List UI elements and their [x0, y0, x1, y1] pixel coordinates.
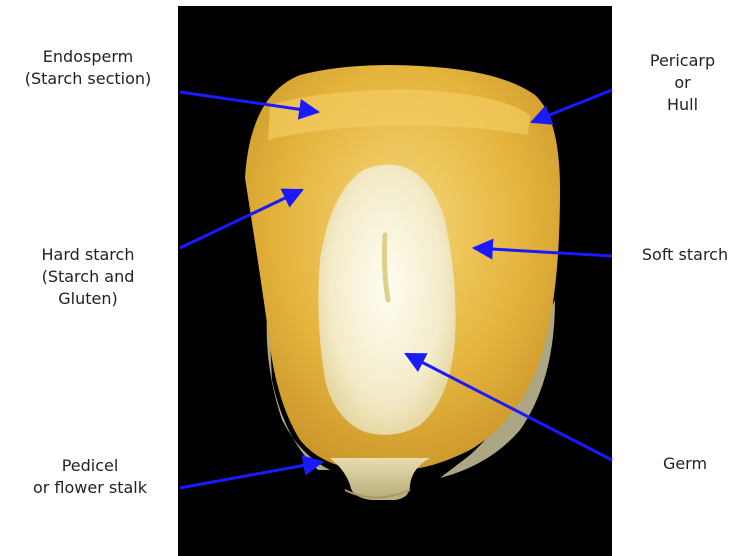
- label-pedicel-line1: Pedicel: [10, 455, 170, 477]
- label-endosperm: Endosperm (Starch section): [8, 46, 168, 90]
- label-hard-starch-line1: Hard starch: [18, 244, 158, 266]
- label-soft-starch-line1: Soft starch: [630, 244, 740, 266]
- label-germ: Germ: [640, 453, 730, 475]
- label-hard-starch-line2: (Starch and: [18, 266, 158, 288]
- label-pericarp: Pericarp or Hull: [630, 50, 735, 116]
- label-endosperm-line2: (Starch section): [8, 68, 168, 90]
- label-pedicel-line2: or flower stalk: [10, 477, 170, 499]
- label-hard-starch-line3: Gluten): [18, 288, 158, 310]
- label-pericarp-line2: or: [630, 72, 735, 94]
- label-hard-starch: Hard starch (Starch and Gluten): [18, 244, 158, 310]
- label-pedicel: Pedicel or flower stalk: [10, 455, 170, 499]
- label-endosperm-line1: Endosperm: [8, 46, 168, 68]
- label-pericarp-line1: Pericarp: [630, 50, 735, 72]
- label-pericarp-line3: Hull: [630, 94, 735, 116]
- label-germ-line1: Germ: [640, 453, 730, 475]
- label-soft-starch: Soft starch: [630, 244, 740, 266]
